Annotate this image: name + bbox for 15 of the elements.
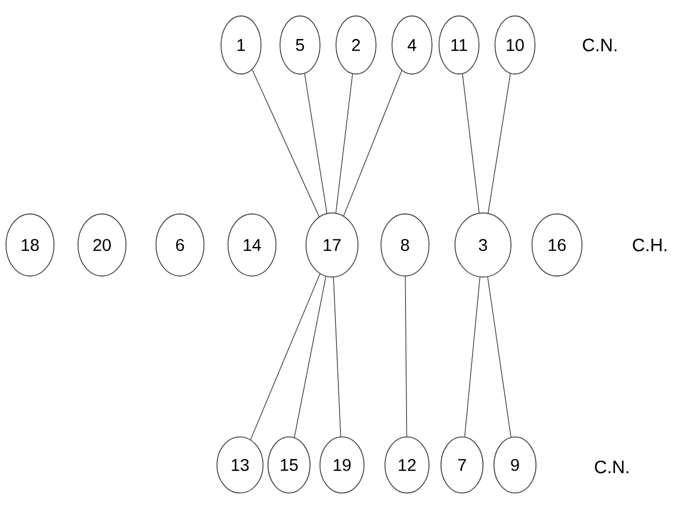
connector-line — [252, 69, 320, 218]
connector-line — [462, 74, 480, 214]
connector-line — [343, 70, 402, 216]
connector-line — [488, 73, 511, 214]
connector-line — [250, 273, 320, 440]
connector-line — [333, 276, 342, 437]
row-label: C.H. — [632, 238, 666, 252]
row-label: C.N. — [582, 38, 616, 52]
row-label: C.N. — [594, 460, 628, 474]
connector-line — [335, 74, 353, 214]
connector-line — [304, 73, 328, 214]
connector-line — [404, 276, 408, 437]
connector-line — [294, 276, 326, 438]
connector-line — [464, 276, 480, 438]
connector-line — [487, 276, 512, 438]
